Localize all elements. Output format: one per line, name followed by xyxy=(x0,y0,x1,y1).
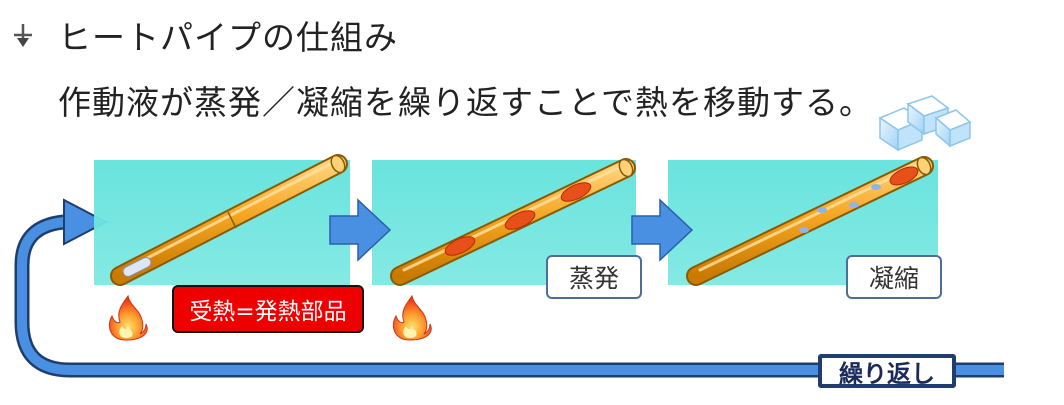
condensed-droplet xyxy=(849,202,859,208)
subtitle: 作動液が蒸発／凝縮を繰り返すことで熱を移動する。 xyxy=(58,83,874,122)
heat-pipe-1 xyxy=(110,154,348,286)
condensed-droplet xyxy=(799,227,809,233)
vapor-blob xyxy=(889,166,919,186)
vapor-blob xyxy=(504,210,536,230)
heading-text: ヒートパイプの仕組み xyxy=(58,18,398,57)
condensed-droplet xyxy=(871,184,881,190)
vapor-blob xyxy=(444,236,476,256)
arrow-bullet-icon xyxy=(14,24,32,47)
heat-pipe-2 xyxy=(390,158,636,286)
fire-icon xyxy=(108,294,148,341)
arrow-right-icon xyxy=(329,198,392,262)
repeat-label: 繰り返し xyxy=(818,354,956,388)
heat-receive-label: 受熱=発熱部品 xyxy=(172,285,364,333)
evaporation-label: 蒸発 xyxy=(546,255,642,299)
arrow-right-icon xyxy=(631,198,694,262)
condensation-label: 凝縮 xyxy=(846,255,942,299)
slide-heading: ヒートパイプの仕組み xyxy=(8,10,398,60)
loop-arrow-head xyxy=(63,198,109,246)
vapor-blob xyxy=(560,182,592,202)
ice-cubes-icon xyxy=(878,95,972,152)
condensed-droplet xyxy=(817,207,827,213)
fire-icon xyxy=(392,294,432,341)
heat-pipe-3 xyxy=(686,156,934,286)
